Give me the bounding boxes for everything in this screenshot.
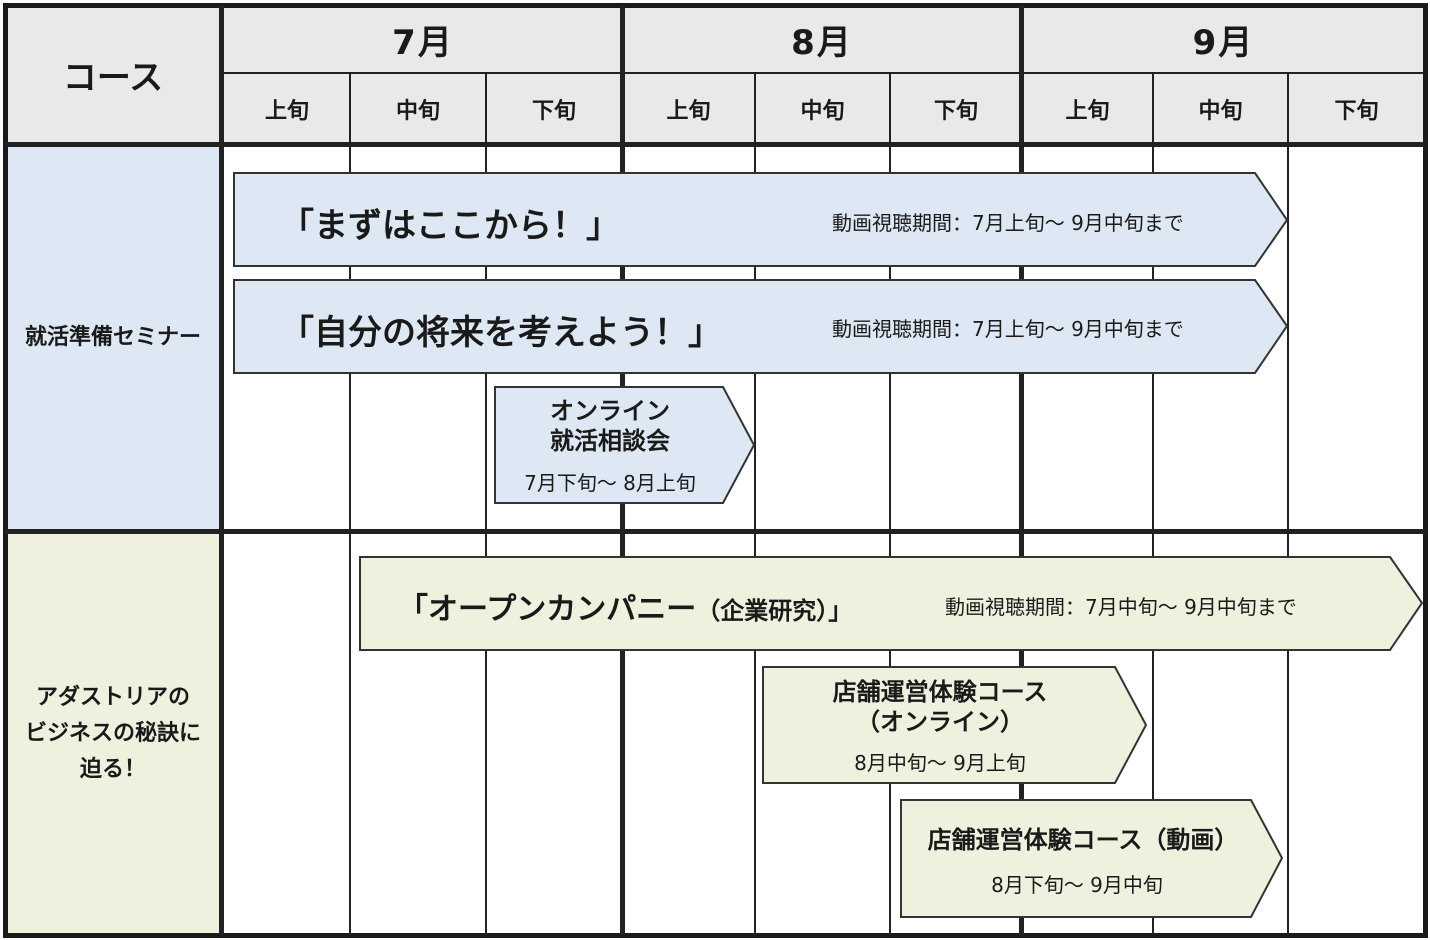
item-note-consultation-period: 7月下旬～ 8月上旬: [524, 471, 696, 495]
grid-line: [222, 72, 1425, 74]
item-note-viewing-period: 動画視聴期間：7月上旬～ 9月中旬まで: [832, 317, 1184, 341]
month-header-september: 9月: [1192, 22, 1255, 63]
item-note-store-video-period: 8月下旬～ 9月中旬: [991, 873, 1163, 897]
arrow-store-video: [900, 799, 1284, 918]
grid-line: [349, 74, 351, 935]
item-note-store-online-period: 8月中旬～ 9月上旬: [854, 751, 1026, 775]
month-header-august: 8月: [791, 22, 853, 63]
arrow-jibun-no-shorai: [233, 279, 1289, 374]
course-column-header: コース: [62, 58, 164, 98]
period-header-sep-late: 下旬: [1334, 99, 1379, 124]
period-header-jul-late: 下旬: [531, 99, 576, 124]
arrow-open-company: [359, 556, 1424, 651]
grid-line: [1287, 74, 1289, 935]
item-title-open-company: 「オープンカンパニー（企業研究）」: [398, 584, 852, 628]
month-header-july: 7月: [392, 22, 454, 63]
item-title-open-company-suffix: （企業研究）」: [696, 597, 853, 625]
item-title-store-online: 店舗運営体験コース （オンライン）: [832, 678, 1048, 736]
item-note-viewing-period: 動画視聴期間：7月中旬～ 9月中旬まで: [945, 595, 1297, 619]
period-header-jul-early: 上旬: [264, 99, 309, 124]
period-header-aug-early: 上旬: [666, 99, 711, 124]
grid-line: [889, 74, 891, 935]
grid-outer-border: [3, 3, 1428, 938]
arrow-online-consultation: [494, 386, 756, 504]
period-header-sep-mid: 中旬: [1198, 99, 1243, 124]
grid-line: [5, 142, 1425, 147]
period-header-aug-late: 下旬: [933, 99, 978, 124]
item-title-open-company-main: 「オープンカンパニー: [398, 592, 697, 627]
period-header-sep-early: 上旬: [1065, 99, 1110, 124]
grid-line: [754, 74, 756, 935]
grid-line: [5, 529, 1425, 534]
item-title-store-video: 店舗運営体験コース（動画）: [927, 826, 1239, 854]
grid-line: [1152, 74, 1154, 935]
grid-line: [1019, 5, 1024, 935]
header-background: [5, 5, 1425, 144]
row-label-job-seminar: 就活準備セミナー: [5, 146, 221, 530]
grid-line: [485, 74, 487, 935]
item-note-viewing-period: 動画視聴期間：7月上旬～ 9月中旬まで: [832, 211, 1184, 235]
row-label-adastria-business: アダストリアの ビジネスの秘訣に 迫る！: [5, 533, 221, 935]
item-title-jibun-no-shorai: 「自分の将来を考えよう！」: [280, 313, 722, 353]
item-title-online-consultation: オンライン 就活相談会: [550, 397, 670, 455]
item-title-mazu-wa-koko-kara: 「まずはここから！」: [280, 206, 620, 246]
period-header-aug-mid: 中旬: [800, 99, 845, 124]
arrow-matsuwa-kokokara: [233, 172, 1289, 267]
period-header-jul-mid: 中旬: [395, 99, 440, 124]
arrow-store-online: [762, 666, 1148, 784]
grid-line: [219, 5, 224, 935]
